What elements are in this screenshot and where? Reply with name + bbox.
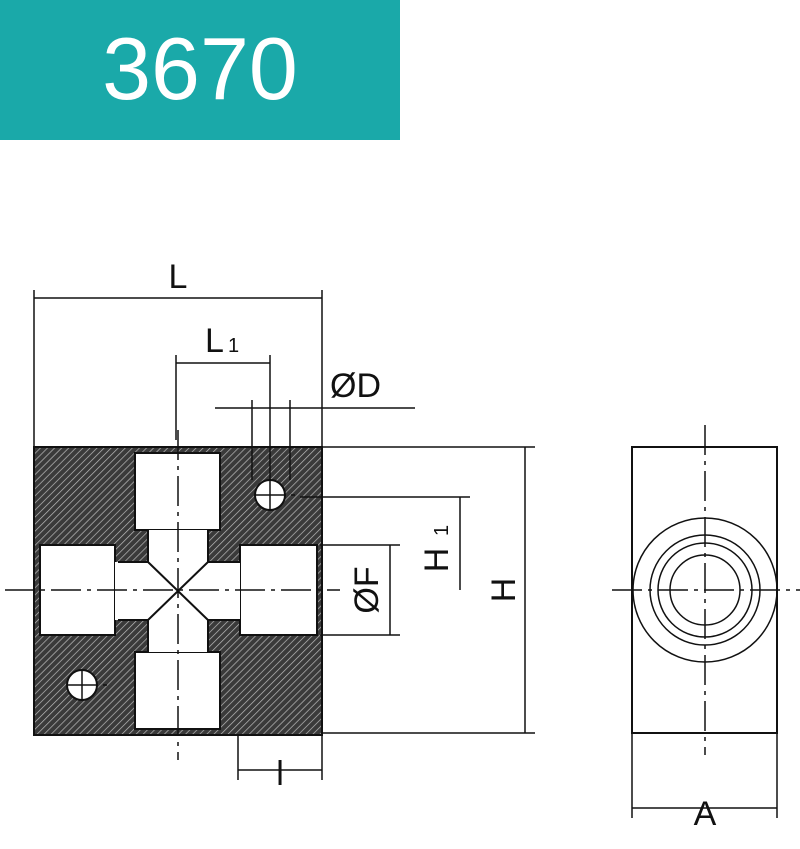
dim-F: ØF	[348, 566, 386, 613]
dim-H1: H	[418, 548, 456, 573]
dimension-lines	[33, 290, 778, 818]
dim-L1-sub: 1	[228, 335, 239, 357]
dim-L1: L	[205, 322, 224, 360]
dim-L: L	[169, 258, 188, 296]
model-number: 3670	[102, 19, 298, 118]
dim-H1-sub: 1	[431, 525, 453, 536]
dim-l: l	[276, 755, 284, 793]
dim-A: A	[694, 795, 717, 833]
side-view	[612, 425, 800, 755]
dim-D: ØD	[330, 367, 381, 405]
front-section-view	[5, 430, 340, 760]
dim-H: H	[485, 578, 523, 603]
model-header: 3670	[0, 0, 400, 140]
